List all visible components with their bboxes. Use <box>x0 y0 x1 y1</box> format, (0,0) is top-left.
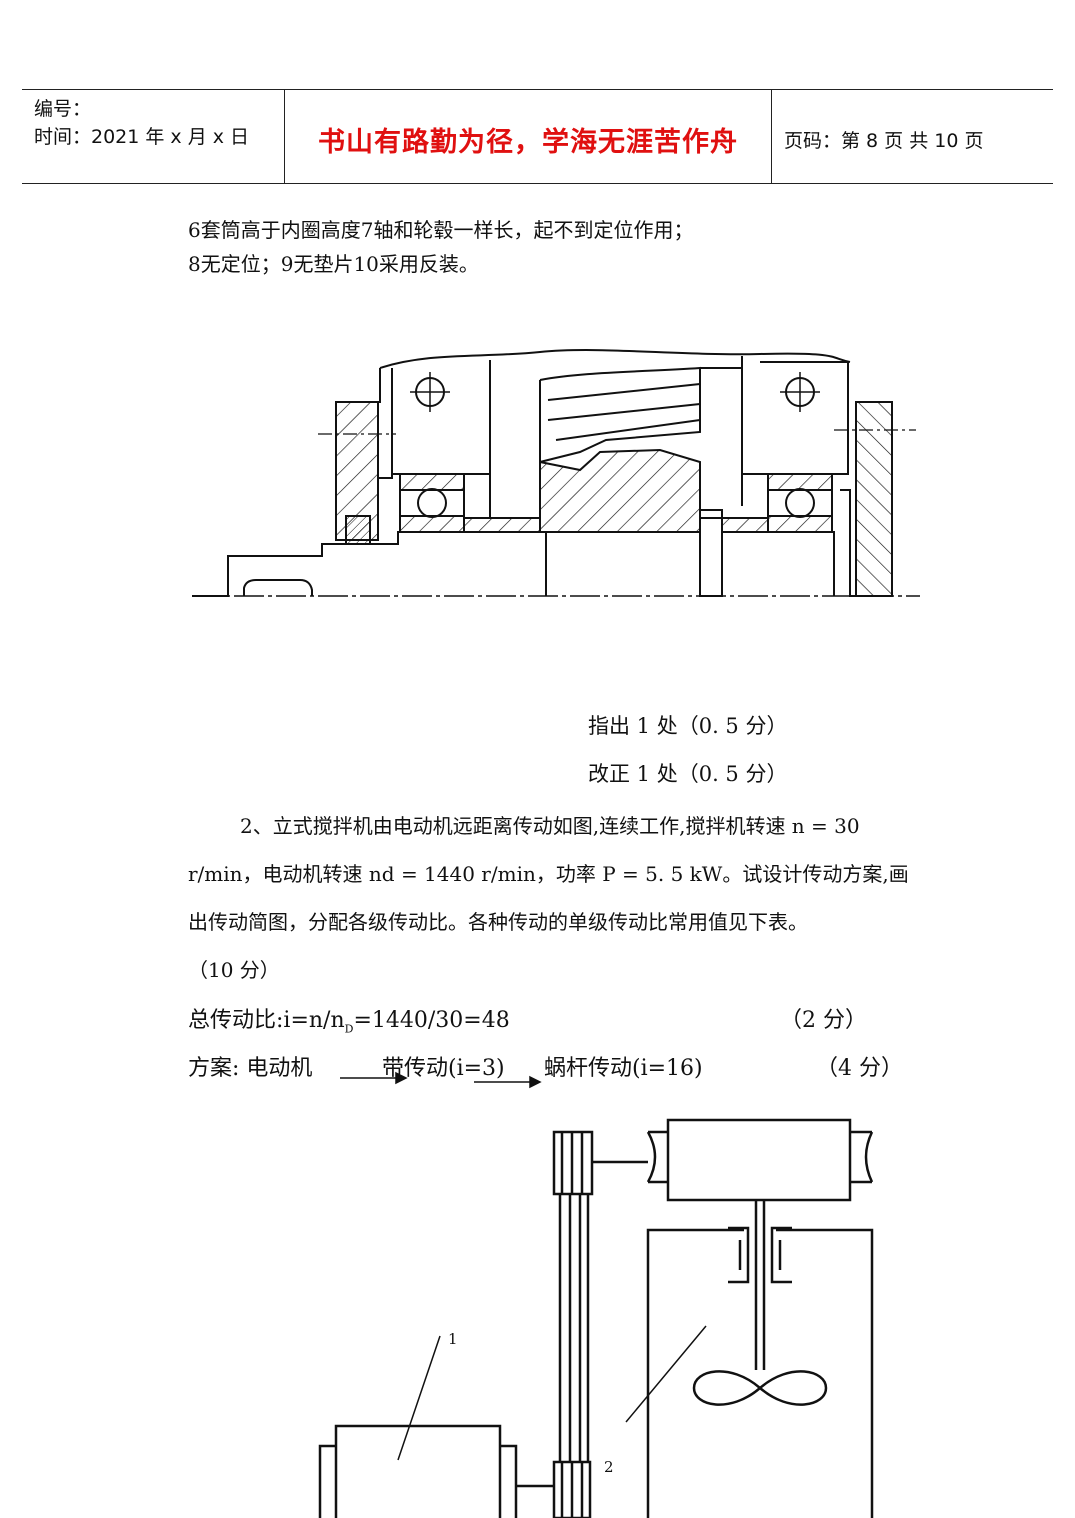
total-ratio-score: （2 分） <box>780 1008 867 1033</box>
page-number-label: 页码：第 8 页 共 10 页 <box>784 130 984 152</box>
document-number-label: 编号： <box>34 98 92 120</box>
motor-label: 1 <box>448 1330 458 1348</box>
document-date-label: 时间：2021 年 x 月 x 日 <box>34 126 250 148</box>
scheme-label: 方案: 电动机 <box>188 1056 313 1081</box>
total-ratio-subscript: D <box>344 1022 354 1036</box>
scheme-score: （4 分） <box>816 1056 903 1081</box>
total-ratio-prefix: 总传动比:i=n/n <box>188 1008 345 1033</box>
problem2-line-1: 2、立式搅拌机由电动机远距离传动如图,连续工作,搅拌机转速 n = 30 <box>240 814 860 838</box>
problem2-line-3: 出传动简图，分配各级传动比。各种传动的单级传动比常用值见下表。 <box>188 910 808 934</box>
score-point-out: 指出 1 处（0. 5 分） <box>588 714 788 738</box>
error-line-2: 8无定位；9无垫片10采用反装。 <box>188 252 479 276</box>
error-line-1: 6套筒高于内圈高度7轴和轮毂一样长，起不到定位作用； <box>188 218 694 242</box>
belt-label: 2 <box>604 1458 614 1476</box>
page-header: 编号： 时间：2021 年 x 月 x 日 书山有路勤为径，学海无涯苦作舟 页码… <box>22 89 1053 184</box>
total-ratio-suffix: =1440/30=48 <box>353 1008 510 1033</box>
problem2-line-4: （10 分） <box>188 958 280 982</box>
scheme-worm-drive: 蜗杆传动(i=16) <box>544 1056 703 1081</box>
header-motto-cell: 书山有路勤为径，学海无涯苦作舟 <box>284 90 772 183</box>
problem2-line-2: r/min，电动机转速 nd = 1440 r/min，功率 P = 5. 5 … <box>188 862 909 886</box>
total-ratio-line: 总传动比:i=n/nD=1440/30=48 <box>188 1002 510 1035</box>
header-motto: 书山有路勤为径，学海无涯苦作舟 <box>318 127 738 158</box>
score-correct: 改正 1 处（0. 5 分） <box>588 762 788 786</box>
